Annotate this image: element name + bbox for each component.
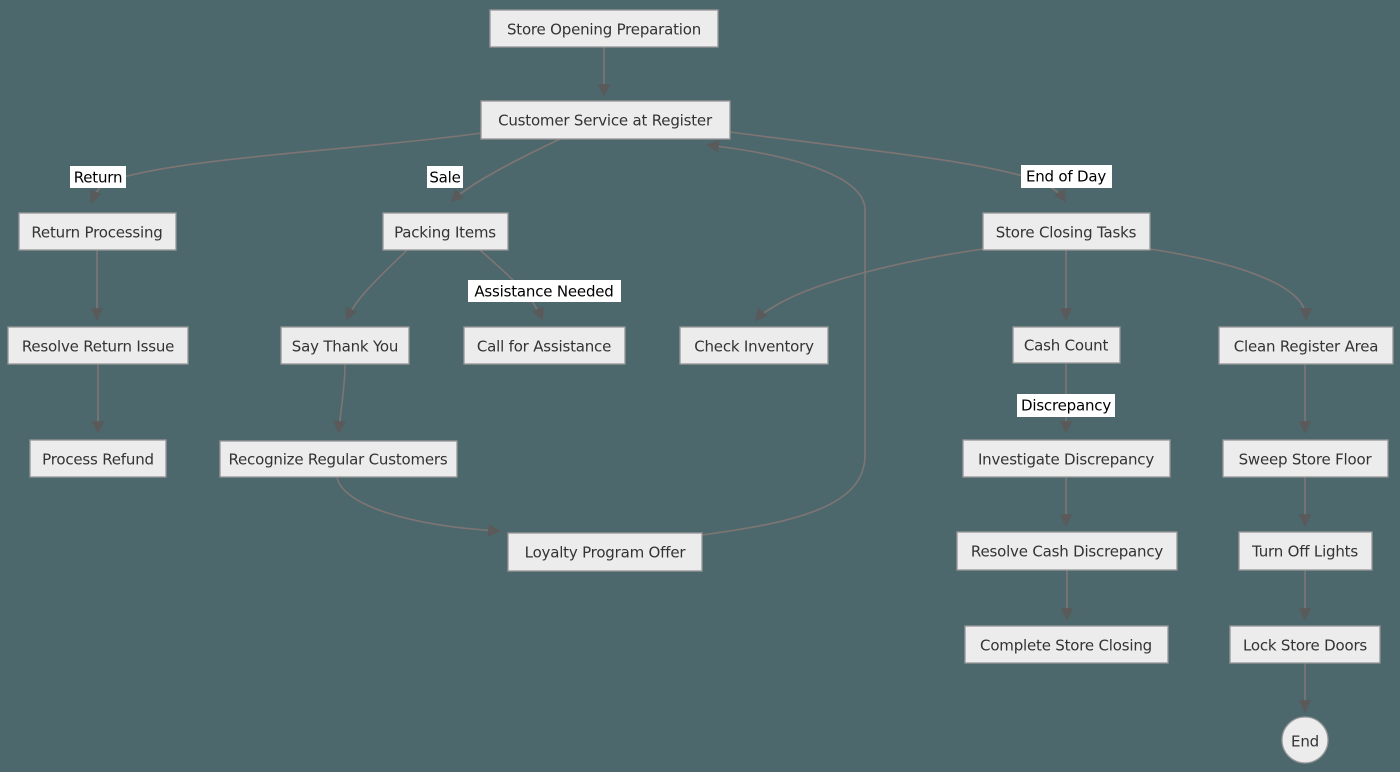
edges	[89, 47, 1313, 713]
node-lock-store-doors: Lock Store Doors	[1229, 625, 1381, 664]
edge-customer-service-to-store-closing	[729, 131, 1066, 203]
node-resolve-return-issue: Resolve Return Issue	[7, 326, 189, 365]
node-clean-register-area: Clean Register Area	[1218, 326, 1394, 365]
edge-label-assistance-needed-text: Assistance Needed	[474, 283, 613, 301]
node-label-return-processing: Return Processing	[31, 224, 162, 242]
edge-label-end-of-day-text: End of Day	[1026, 168, 1106, 186]
node-store-closing-tasks: Store Closing Tasks	[982, 212, 1151, 251]
edge-say-thank-you-to-recognize	[333, 363, 346, 434]
edge-label-end-of-day: End of Day	[1021, 165, 1112, 188]
edge-store-closing-to-clean-register	[1149, 248, 1313, 321]
node-label-resolve-cash-discrepancy: Resolve Cash Discrepancy	[971, 543, 1163, 561]
node-label-end: End	[1291, 733, 1319, 751]
edge-label-discrepancy: Discrepancy	[1017, 394, 1115, 417]
node-turn-off-lights: Turn Off Lights	[1238, 531, 1373, 571]
nodes: Store Opening Preparation Customer Servi…	[7, 9, 1394, 764]
node-label-say-thank-you: Say Thank You	[292, 338, 398, 356]
node-check-inventory: Check Inventory	[679, 326, 829, 365]
node-label-lock-store-doors: Lock Store Doors	[1243, 637, 1367, 655]
node-label-call-for-assistance: Call for Assistance	[477, 338, 611, 356]
node-label-check-inventory: Check Inventory	[694, 338, 814, 356]
node-store-opening-preparation: Store Opening Preparation	[489, 9, 719, 48]
node-sweep-store-floor: Sweep Store Floor	[1222, 439, 1389, 478]
edge-recognize-to-loyalty	[336, 476, 501, 537]
edge-customer-service-to-return-processing	[89, 132, 483, 204]
node-say-thank-you: Say Thank You	[280, 326, 410, 365]
edge-label-return: Return	[70, 166, 126, 188]
node-loyalty-program-offer: Loyalty Program Offer	[507, 532, 703, 572]
node-customer-service-at-register: Customer Service at Register	[480, 100, 731, 140]
node-label-recognize-regular-customers: Recognize Regular Customers	[228, 451, 447, 469]
node-label-turn-off-lights: Turn Off Lights	[1251, 543, 1358, 561]
node-label-packing-items: Packing Items	[394, 224, 496, 242]
edge-label-assistance-needed: Assistance Needed	[468, 280, 621, 302]
edge-label-return-text: Return	[74, 169, 123, 187]
node-label-clean-register-area: Clean Register Area	[1234, 338, 1379, 356]
node-label-complete-store-closing: Complete Store Closing	[980, 637, 1152, 655]
node-label-sweep-store-floor: Sweep Store Floor	[1239, 451, 1373, 469]
edge-store-closing-to-check-inventory	[754, 248, 984, 322]
node-label-customer-service-at-register: Customer Service at Register	[498, 112, 713, 130]
node-packing-items: Packing Items	[382, 212, 509, 251]
node-end: End	[1281, 716, 1329, 764]
node-label-resolve-return-issue: Resolve Return Issue	[22, 338, 174, 356]
edge-customer-service-to-packing-items	[450, 138, 561, 203]
edge-packing-to-say-thank-you	[345, 249, 408, 321]
node-cash-count: Cash Count	[1012, 326, 1121, 364]
node-label-process-refund: Process Refund	[42, 451, 154, 469]
node-label-loyalty-program-offer: Loyalty Program Offer	[525, 544, 687, 562]
node-resolve-cash-discrepancy: Resolve Cash Discrepancy	[956, 531, 1178, 571]
node-label-cash-count: Cash Count	[1024, 337, 1109, 355]
edge-label-sale: Sale	[427, 166, 463, 188]
edge-label-sale-text: Sale	[429, 169, 460, 187]
node-label-store-closing-tasks: Store Closing Tasks	[996, 224, 1137, 242]
node-return-processing: Return Processing	[18, 212, 177, 251]
node-label-investigate-discrepancy: Investigate Discrepancy	[978, 451, 1154, 469]
edge-label-discrepancy-text: Discrepancy	[1021, 397, 1111, 415]
edge-labels: Return Sale End of Day Assistance Needed…	[70, 165, 1115, 417]
node-call-for-assistance: Call for Assistance	[463, 326, 626, 365]
node-label-store-opening-preparation: Store Opening Preparation	[507, 21, 701, 39]
node-recognize-regular-customers: Recognize Regular Customers	[219, 440, 458, 478]
node-complete-store-closing: Complete Store Closing	[964, 625, 1169, 664]
node-investigate-discrepancy: Investigate Discrepancy	[962, 439, 1171, 478]
node-process-refund: Process Refund	[29, 439, 167, 478]
edge-loyalty-to-customer-service	[701, 139, 866, 536]
